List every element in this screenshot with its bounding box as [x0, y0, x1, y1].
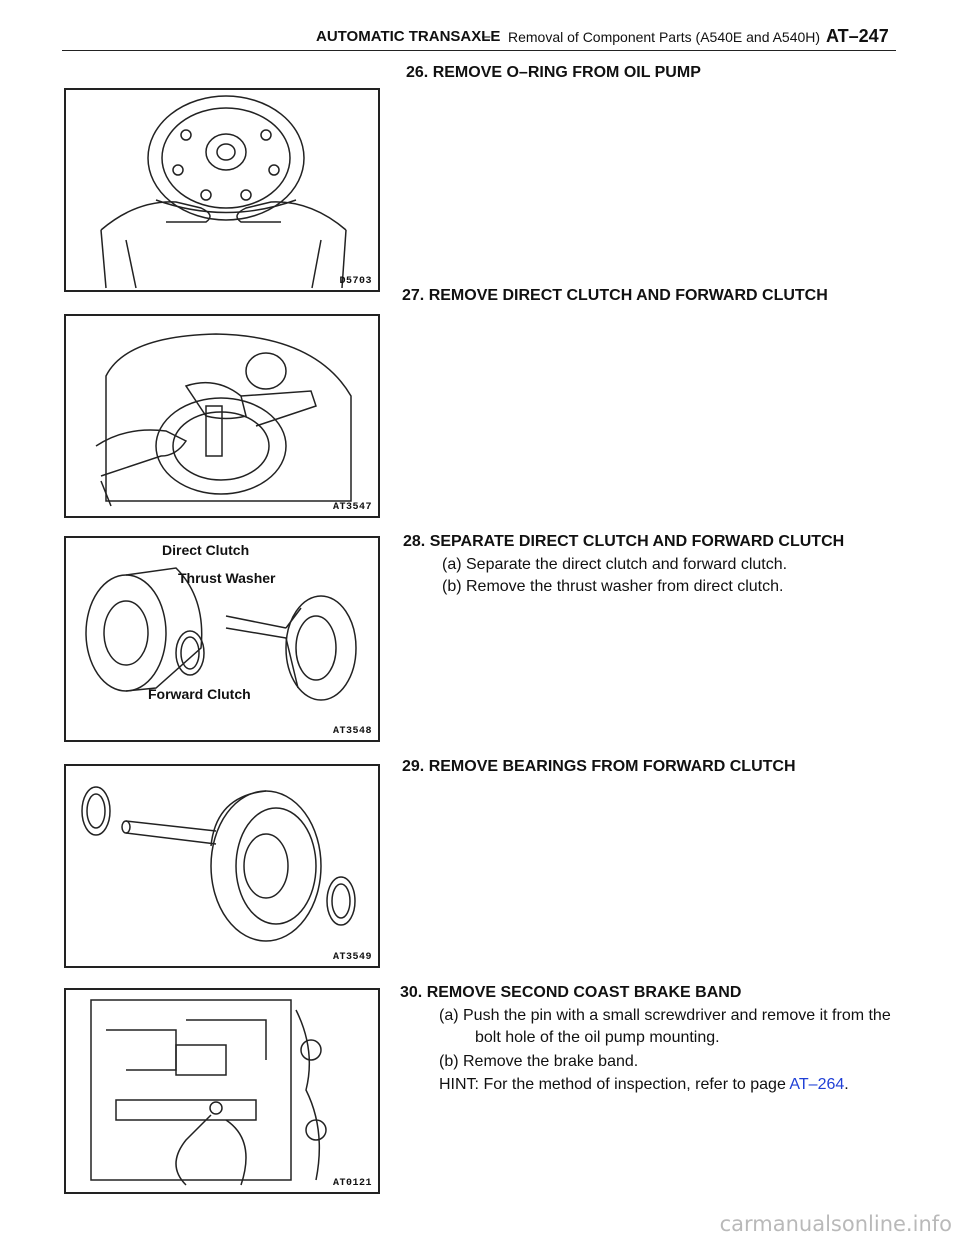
- page-link-at-264[interactable]: AT–264: [789, 1076, 845, 1093]
- brake-band-illustration: [90, 999, 327, 1186]
- hint-text: HINT: For the method of inspection, refe…: [439, 1076, 790, 1093]
- header-section: AUTOMATIC TRANSAXLE: [316, 28, 501, 45]
- step-27-title: 27. REMOVE DIRECT CLUTCH AND FORWARD CLU…: [402, 287, 828, 304]
- step-30-line-b: (b) Remove the brake band.: [439, 1053, 639, 1070]
- clutch-separation-illustration: [85, 567, 357, 701]
- bearings-illustration: [81, 786, 356, 942]
- step-28-title: 28. SEPARATE DIRECT CLUTCH AND FORWARD C…: [403, 533, 845, 550]
- page-number: AT–247: [826, 26, 889, 46]
- step-28-line-a: (a) Separate the direct clutch and forwa…: [442, 556, 788, 573]
- header-rule: [62, 50, 896, 51]
- figure-separate-clutch: Direct Clutch Thrust Washer Forward Clut…: [64, 536, 380, 742]
- callout-direct-clutch: Direct Clutch: [162, 542, 250, 558]
- figure-oil-pump: D5703: [64, 88, 380, 292]
- step-30-hint: HINT: For the method of inspection, refe…: [439, 1076, 849, 1094]
- watermark: carmanualsonline.info: [719, 1212, 952, 1236]
- step-29-title: 29. REMOVE BEARINGS FROM FORWARD CLUTCH: [402, 758, 796, 775]
- step-30-line-a: (a) Push the pin with a small screwdrive…: [439, 1007, 891, 1024]
- figure-code: D5703: [339, 276, 372, 287]
- hint-suffix: .: [844, 1076, 849, 1093]
- figure-code: AT3548: [332, 726, 372, 737]
- step-30-title: 30. REMOVE SECOND COAST BRAKE BAND: [400, 984, 742, 1001]
- callout-forward-clutch: Forward Clutch: [148, 686, 251, 702]
- figure-code: AT0121: [332, 1178, 372, 1189]
- figure-remove-clutch: AT3547: [64, 314, 380, 518]
- step-30-line-a-cont: bolt hole of the oil pump mounting.: [475, 1029, 720, 1046]
- callout-thrust-washer: Thrust Washer: [178, 570, 276, 586]
- clutch-removal-illustration: [95, 333, 352, 507]
- step-26-title: 26. REMOVE O–RING FROM OIL PUMP: [406, 64, 701, 81]
- header-separator: –: [482, 28, 491, 45]
- figure-bearings: AT3549: [64, 764, 380, 968]
- figure-code: AT3547: [332, 502, 372, 513]
- oil-pump-illustration: [100, 95, 347, 289]
- step-28-line-b: (b) Remove the thrust washer from direct…: [442, 578, 784, 595]
- figure-brake-band: AT0121: [64, 988, 380, 1194]
- header-title: Removal of Component Parts (A540E and A5…: [508, 29, 821, 45]
- figure-code: AT3549: [332, 952, 372, 963]
